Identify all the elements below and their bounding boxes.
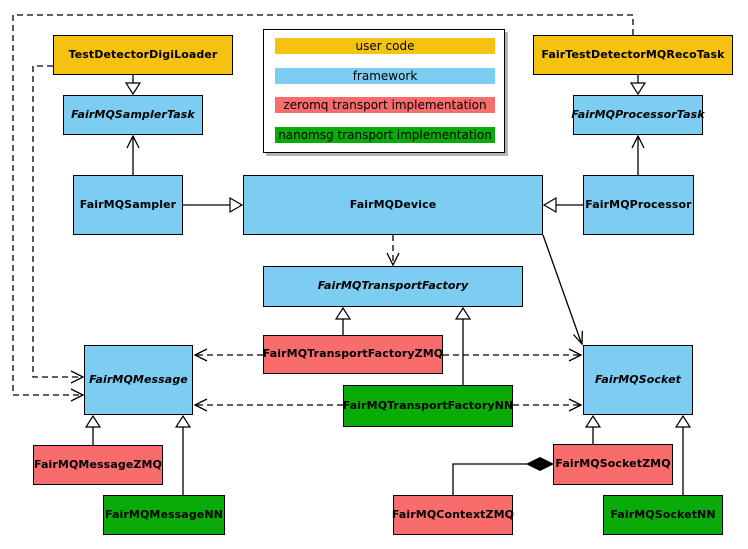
edge-sampler-to-device-inherit — [183, 196, 244, 214]
edge-messagezmq-to-message-inherit — [84, 414, 102, 445]
legend-item-nanomsg: nanomsg transport implementation — [275, 127, 495, 143]
edge-socketnn-to-socket-inherit — [674, 414, 692, 495]
node-label: FairMQTransportFactoryNN — [342, 398, 514, 412]
edge-factorynn-to-message — [193, 398, 343, 412]
edge-device-to-socket — [542, 234, 583, 346]
legend: user code framework zeromq transport imp… — [263, 29, 505, 153]
node-label: FairMQSampler — [79, 197, 177, 211]
node-label: FairMQMessageNN — [105, 507, 223, 521]
node-label: FairMQSamplerTask — [71, 107, 195, 121]
node-label: FairMQSocketNN — [610, 507, 716, 521]
node-fairmqmessage: FairMQMessage — [84, 345, 193, 415]
node-fairmqmessagezmq: FairMQMessageZMQ — [33, 445, 163, 485]
node-fairmqsocketnn: FairMQSocketNN — [603, 495, 723, 535]
node-fairmqsocketzmq: FairMQSocketZMQ — [553, 444, 673, 485]
edge-factoryzmq-to-socket — [443, 348, 583, 362]
edge-messagenn-to-message-inherit — [174, 414, 192, 495]
node-label: FairMQMessageZMQ — [34, 457, 162, 471]
node-label: FairMQProcessorTask — [571, 107, 705, 121]
edge-contextzmq-to-socketzmq-composition — [452, 456, 555, 495]
edge-processor-to-device-inherit — [542, 196, 583, 214]
node-label: FairMQSocketZMQ — [555, 457, 671, 471]
node-fairmqsampler: FairMQSampler — [73, 175, 183, 235]
edge-factoryzmq-to-factory-inherit — [334, 306, 352, 335]
node-fairmqsocket: FairMQSocket — [583, 345, 693, 415]
node-fairmqprocessortask: FairMQProcessorTask — [571, 95, 705, 135]
edge-device-to-transportfactory — [386, 235, 400, 267]
node-fairmqmessagenn: FairMQMessageNN — [103, 495, 225, 535]
node-fairmqtransportfactoryzmq: FairMQTransportFactoryZMQ — [263, 335, 443, 374]
node-label: FairMQTransportFactoryZMQ — [262, 347, 444, 361]
legend-item-framework: framework — [275, 68, 495, 84]
node-label: FairMQSocket — [594, 372, 681, 386]
legend-item-user-code: user code — [275, 38, 495, 54]
node-fairtestdetectormqrecotask: FairTestDetectorMQRecoTask — [533, 35, 733, 75]
node-label: FairMQProcessor — [585, 197, 692, 211]
edge-digiloader-to-samplertask-inherit — [124, 75, 142, 96]
node-label: FairMQTransportFactory — [317, 279, 469, 293]
edge-factoryzmq-to-message — [193, 348, 263, 362]
node-fairmqtransportfactorynn: FairMQTransportFactoryNN — [343, 385, 513, 427]
edge-processor-to-processortask — [631, 134, 645, 175]
edge-sampler-to-samplertask — [126, 134, 140, 175]
legend-item-zeromq: zeromq transport implementation — [275, 97, 495, 113]
edge-factorynn-to-factory-inherit — [454, 306, 472, 385]
edge-socketzmq-to-socket-inherit — [584, 414, 602, 444]
node-label: FairTestDetectorMQRecoTask — [541, 47, 725, 61]
node-label: FairMQMessage — [89, 372, 188, 386]
edge-digiloader-to-message — [32, 65, 85, 384]
node-testdetectordigiloader: TestDetectorDigiLoader — [53, 35, 233, 75]
node-label: FairMQDevice — [349, 197, 437, 211]
node-label: FairMQContextZMQ — [391, 507, 515, 521]
edge-factorynn-to-socket — [513, 398, 583, 412]
node-fairmqtransportfactory: FairMQTransportFactory — [263, 266, 523, 307]
node-fairmqdevice: FairMQDevice — [243, 175, 543, 235]
edge-recotask-to-message — [12, 14, 634, 402]
node-fairmqcontextzmq: FairMQContextZMQ — [391, 495, 515, 535]
edge-recotask-to-processortask-inherit — [629, 75, 647, 96]
node-label: TestDetectorDigiLoader — [68, 47, 218, 61]
node-fairmqprocessor: FairMQProcessor — [583, 175, 694, 235]
node-fairmqsamplertask: FairMQSamplerTask — [63, 95, 203, 135]
